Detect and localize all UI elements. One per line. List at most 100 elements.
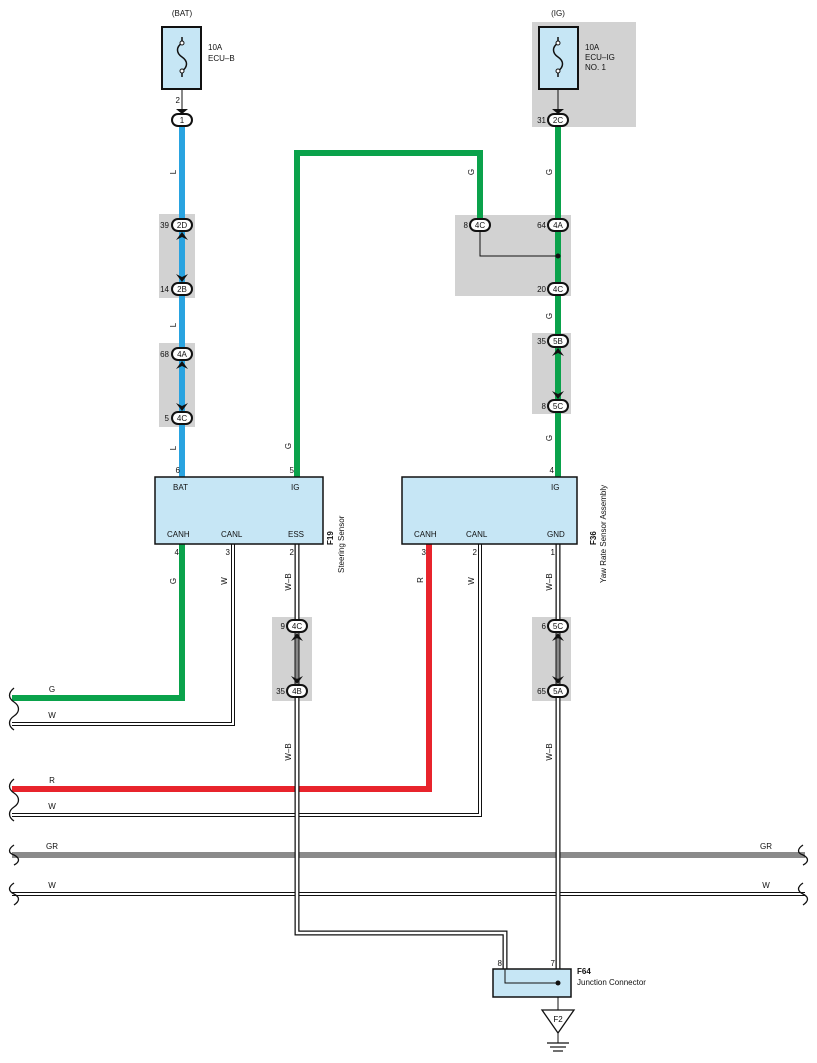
junction-dot bbox=[555, 253, 561, 259]
wire-code: W–B bbox=[545, 573, 554, 590]
wire-ess-wb bbox=[295, 544, 507, 982]
wire-code: GR bbox=[46, 842, 58, 851]
wire-code: G bbox=[545, 169, 554, 175]
pin-number: 35 bbox=[537, 337, 546, 346]
wire-canh-steer-g bbox=[12, 544, 185, 701]
pin-number: 39 bbox=[160, 221, 169, 230]
wire-code: R bbox=[416, 577, 425, 583]
wire-code: L bbox=[169, 322, 178, 327]
ig-fuse-amp: 10A bbox=[585, 43, 600, 52]
pin-number: 35 bbox=[276, 687, 285, 696]
pin-number: 14 bbox=[160, 285, 169, 294]
junction-code: F64 bbox=[577, 967, 591, 976]
bat-fuse-amp: 10A bbox=[208, 43, 223, 52]
pin-number: 8 bbox=[542, 402, 547, 411]
conn-label: 4B bbox=[292, 687, 302, 696]
wire-code: L bbox=[169, 169, 178, 174]
wire-canl-steer-w bbox=[12, 544, 234, 725]
steering-ig-label: IG bbox=[291, 483, 299, 492]
wire-code: W bbox=[48, 711, 56, 720]
steering-sensor-name: Steering Sensor bbox=[337, 515, 346, 573]
yaw-sensor-box bbox=[401, 476, 578, 545]
conn-label: 5A bbox=[553, 687, 563, 696]
wire-code: W–B bbox=[284, 743, 293, 760]
wire-code: G bbox=[284, 443, 293, 449]
wire-code: W bbox=[220, 577, 229, 585]
conn-label: 5C bbox=[553, 622, 563, 631]
pin-number: 6 bbox=[176, 466, 181, 475]
pin-number: 8 bbox=[464, 221, 469, 230]
wire-canl-yaw-w bbox=[12, 544, 481, 816]
bat-source-label: (BAT) bbox=[172, 9, 193, 18]
pin-number: 5 bbox=[290, 466, 295, 475]
pin-number: 7 bbox=[551, 959, 556, 968]
wire-code: W–B bbox=[284, 573, 293, 590]
wire-code: G bbox=[545, 435, 554, 441]
pin-number: 8 bbox=[498, 959, 503, 968]
wire-code: W bbox=[48, 881, 56, 890]
pin-number: 31 bbox=[537, 116, 546, 125]
conn-label: 4C bbox=[475, 221, 485, 230]
wire-canl-yaw-outline bbox=[12, 544, 482, 817]
pin-number: 68 bbox=[160, 350, 169, 359]
wire-code: G bbox=[49, 685, 55, 694]
wire-break-marks bbox=[8, 687, 809, 906]
conn-label: 4C bbox=[553, 285, 563, 294]
conn-label: 4A bbox=[177, 350, 187, 359]
steering-bat-label: BAT bbox=[173, 483, 188, 492]
bat-fuse-name: ECU–B bbox=[208, 54, 235, 63]
conn-label: 4C bbox=[177, 414, 187, 423]
wire-code: G bbox=[545, 313, 554, 319]
wire-code: L bbox=[169, 445, 178, 450]
pin-number: 64 bbox=[537, 221, 546, 230]
pin-number: 3 bbox=[422, 548, 427, 557]
pin-number: 2 bbox=[176, 96, 181, 105]
wire-code: R bbox=[49, 776, 55, 785]
ig-fuse-name-2: NO. 1 bbox=[585, 63, 606, 72]
wire-code: W bbox=[467, 577, 476, 585]
conn-label: 1 bbox=[180, 116, 185, 125]
junction-name: Junction Connector bbox=[577, 978, 646, 987]
wire-ess-wb-outline bbox=[294, 544, 508, 982]
pin-number: 9 bbox=[281, 622, 286, 631]
conn-label: 4C bbox=[292, 622, 302, 631]
pin-number: 4 bbox=[175, 548, 180, 557]
conn-label: 2D bbox=[177, 221, 187, 230]
steering-ess-label: ESS bbox=[288, 530, 304, 539]
yaw-gnd-label: GND bbox=[547, 530, 565, 539]
pin-number: 5 bbox=[165, 414, 170, 423]
ground-label: F2 bbox=[553, 1015, 563, 1024]
pin-number: 4 bbox=[550, 466, 555, 475]
wire-canh-yaw-r bbox=[12, 544, 432, 792]
conn-label: 4A bbox=[553, 221, 563, 230]
conn-label: 2B bbox=[177, 285, 187, 294]
pin-number: 2 bbox=[473, 548, 478, 557]
connector-ovals bbox=[171, 113, 569, 698]
steering-sensor-code: F19 bbox=[326, 531, 335, 545]
ig-fuse bbox=[538, 26, 579, 90]
yaw-sensor-code: F36 bbox=[589, 531, 598, 545]
wire-code: W–B bbox=[545, 743, 554, 760]
steering-canl-label: CANL bbox=[221, 530, 243, 539]
ground-icon bbox=[540, 1009, 576, 1052]
yaw-sensor-name: Yaw Rate Sensor Assembly bbox=[599, 485, 608, 583]
junction-internal bbox=[504, 969, 558, 984]
ig-source-label: (IG) bbox=[551, 9, 565, 18]
junction-connector-dot bbox=[555, 980, 561, 986]
wire-code: G bbox=[169, 578, 178, 584]
pin-number: 6 bbox=[542, 622, 547, 631]
ig-fuse-name-1: ECU–IG bbox=[585, 53, 615, 62]
pin-number: 3 bbox=[226, 548, 231, 557]
wire-code: G bbox=[467, 169, 476, 175]
yaw-canh-label: CANH bbox=[414, 530, 437, 539]
wire-code: W bbox=[48, 802, 56, 811]
yaw-canl-label: CANL bbox=[466, 530, 488, 539]
bat-fuse bbox=[161, 26, 202, 90]
pin-number: 1 bbox=[551, 548, 556, 557]
wire-ig-loop-g bbox=[294, 150, 483, 477]
wire-code: W bbox=[762, 881, 770, 890]
wire-code: GR bbox=[760, 842, 772, 851]
conn-label: 2C bbox=[553, 116, 563, 125]
